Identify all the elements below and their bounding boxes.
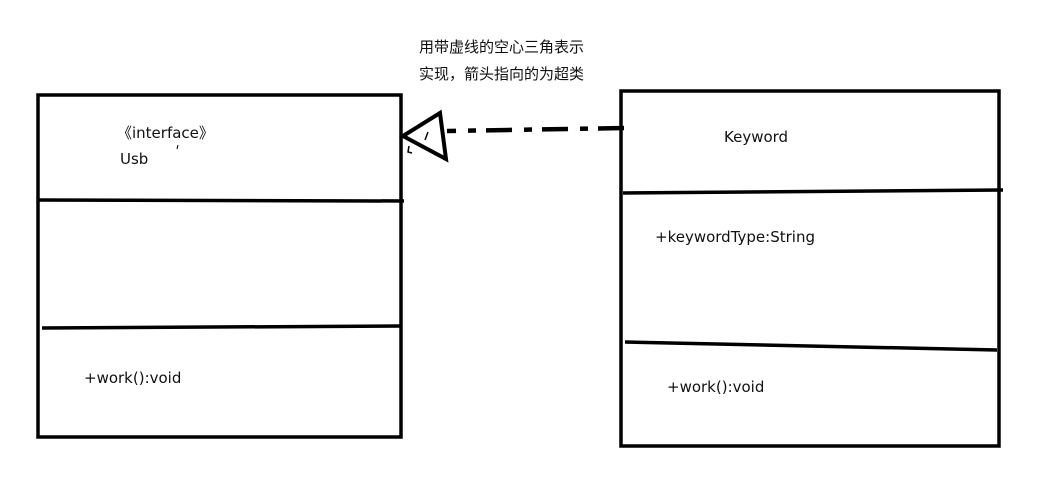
impl-class-border [619,89,1001,448]
interface-method: +work():void [84,369,182,387]
impl-class-box[interactable] [619,89,1004,448]
realization-hollow-triangle-icon [399,109,449,163]
interface-attribute-divider [41,324,401,330]
interface-name-divider [37,198,405,203]
interface-class-border [36,93,403,439]
impl-name-divider [622,188,1004,195]
interface-stereotype: 《interface》 [117,124,214,142]
interface-class-name: Usb [120,150,149,168]
interface-class-box[interactable] [36,93,405,439]
impl-attribute: +keywordType:String [655,228,815,246]
realization-dashed-line [446,125,625,134]
sketch-mark-icon [407,145,413,154]
sketch-dot-icon [176,144,179,150]
impl-method: +work():void [667,378,765,396]
impl-attribute-divider [624,340,998,352]
sketch-tick-icon [424,131,429,141]
realization-arrow[interactable] [399,109,625,163]
realization-note: 用带虚线的空心三角表示实现，箭头指向的为超类 [419,38,585,83]
impl-class-name: Keyword [724,128,789,146]
